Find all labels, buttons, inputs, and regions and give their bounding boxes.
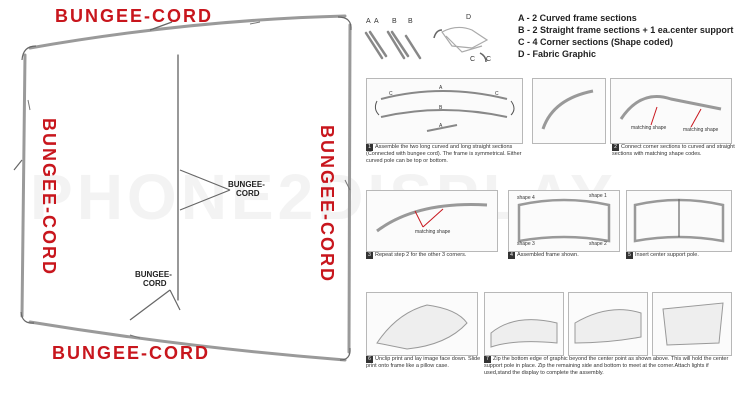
bungee-cord-label-center-upper: BUNGEE- CORD (228, 180, 265, 198)
step-4-mark-3: shape 3 (517, 241, 535, 247)
step-7-panel-a (484, 292, 564, 356)
step-4-illustration (517, 198, 611, 243)
bungee-cord-label-top: BUNGEE-CORD (55, 6, 214, 26)
step-2-panel-b: matching shape matching shape (610, 78, 732, 144)
bungee-cord-label-right: BUNGEE-CORD (317, 125, 337, 284)
step-7-illustration-c (662, 302, 724, 346)
step-5-panel (626, 190, 732, 252)
step-1-mark-c2: C (495, 91, 499, 97)
parts-legend: A - 2 Curved frame sections B - 2 Straig… (518, 12, 733, 60)
step-2-mark-2: matching shape (683, 127, 719, 133)
part-letter-a1: A (366, 18, 371, 25)
step-6-panel (366, 292, 478, 356)
step-7-panel-b (568, 292, 648, 356)
frame-diagram (13, 14, 352, 362)
step-1-mark-a2: A (439, 123, 443, 129)
part-letter-c1: C (470, 56, 476, 63)
step-1-mark-a: A (439, 85, 443, 91)
step-1-mark-c1: C (389, 91, 393, 97)
step-7-panel-c (652, 292, 732, 356)
step-5-illustration (633, 198, 725, 243)
step-4-mark-4: shape 2 (589, 241, 607, 247)
part-letter-a2: A (374, 18, 379, 25)
step-7-illustration-b (574, 309, 642, 344)
step-3-mark: matching shape (415, 229, 451, 235)
step-7-illustration-a (490, 319, 558, 348)
bungee-cord-label-left: BUNGEE-CORD (39, 118, 59, 277)
bungee-cord-label-bottom: BUNGEE-CORD (52, 343, 211, 363)
legend-item-d: D - Fabric Graphic (518, 49, 597, 59)
legend-item-c: C - 4 Corner sections (Shape coded) (518, 37, 674, 47)
step-2-illustration-a (541, 89, 594, 130)
step-1-mark-b: B (439, 105, 443, 111)
step-3-panel: matching shape (366, 190, 498, 252)
step-2-panel-a (532, 78, 606, 144)
step-4-mark-2: shape 1 (589, 193, 607, 199)
step-1-illustration (374, 90, 515, 132)
step-1-panel: A B C A C (366, 78, 523, 144)
legend-item-a: A - 2 Curved frame sections (518, 13, 637, 23)
step-4-panel: shape 4 shape 1 shape 3 shape 2 (508, 190, 620, 252)
step-6-illustration (376, 304, 468, 350)
step-3-illustration (376, 203, 488, 233)
part-letter-b1: B (392, 18, 397, 25)
part-letter-b2: B (408, 18, 413, 25)
part-letter-c2: C (486, 56, 492, 63)
step-4-mark-1: shape 4 (517, 195, 535, 201)
legend-item-b: B - 2 Straight frame sections + 1 ea.cen… (518, 25, 734, 35)
step-2-illustration-b (619, 95, 722, 128)
bungee-cord-label-center-lower: BUNGEE- CORD (135, 270, 172, 288)
part-letter-d: D (466, 14, 472, 21)
parts-illustration (364, 26, 489, 63)
step-2-mark-1: matching shape (631, 125, 667, 131)
